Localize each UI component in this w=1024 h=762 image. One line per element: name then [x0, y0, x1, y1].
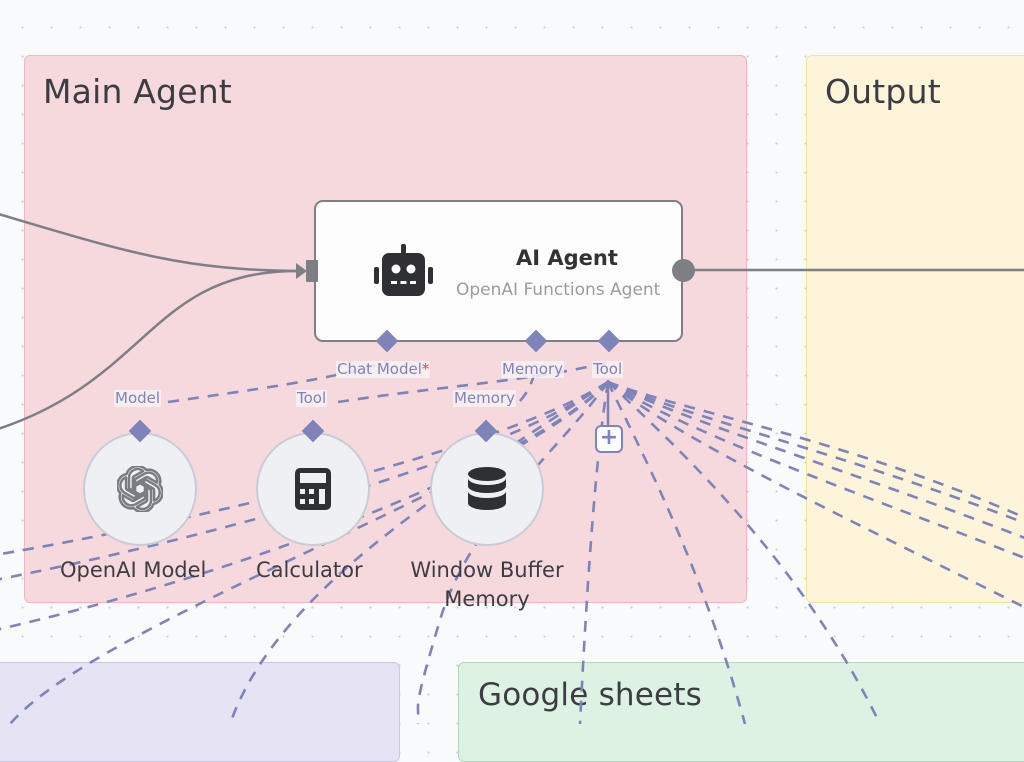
ai-agent-node[interactable]: AI Agent OpenAI Functions Agent — [314, 200, 683, 342]
calculator-port-label: Tool — [296, 389, 328, 407]
agent-output-port[interactable] — [672, 259, 695, 282]
sticky-note-output[interactable]: Output — [806, 55, 1024, 603]
tool-port-label: Tool — [592, 360, 624, 378]
node-title: AI Agent — [516, 246, 618, 270]
required-marker: * — [421, 360, 430, 378]
sticky-title: Main Agent — [43, 72, 232, 111]
agent-input-port[interactable] — [306, 260, 318, 282]
label-line-1: Window Buffer — [410, 558, 564, 582]
add-tool-button[interactable]: + — [595, 425, 623, 453]
sticky-title: Output — [825, 72, 941, 111]
window-buffer-memory-node[interactable] — [430, 432, 544, 546]
window-buffer-memory-label: Window Buffer Memory — [400, 556, 574, 614]
openai-icon — [117, 466, 163, 512]
robot-icon — [374, 244, 433, 296]
model-port-label: Model — [114, 389, 162, 407]
memory-sub-port-label: Memory — [453, 389, 517, 407]
label-line-2: Memory — [444, 587, 530, 611]
calculator-node[interactable] — [256, 432, 370, 546]
sticky-title: Google sheets — [478, 677, 703, 713]
chat-model-port-label: Chat Model* — [336, 360, 431, 378]
memory-port-label: Memory — [501, 360, 565, 378]
openai-model-label: OpenAI Model — [60, 558, 207, 582]
calculator-label: Calculator — [256, 558, 363, 582]
input-arrow-icon — [296, 263, 307, 279]
database-icon — [468, 467, 506, 510]
sticky-note-purple[interactable] — [0, 662, 400, 762]
openai-model-node[interactable] — [83, 432, 197, 546]
calculator-icon — [295, 468, 331, 510]
sticky-note-google-sheets[interactable]: Google sheets — [458, 662, 1024, 762]
node-subtitle: OpenAI Functions Agent — [456, 280, 661, 300]
